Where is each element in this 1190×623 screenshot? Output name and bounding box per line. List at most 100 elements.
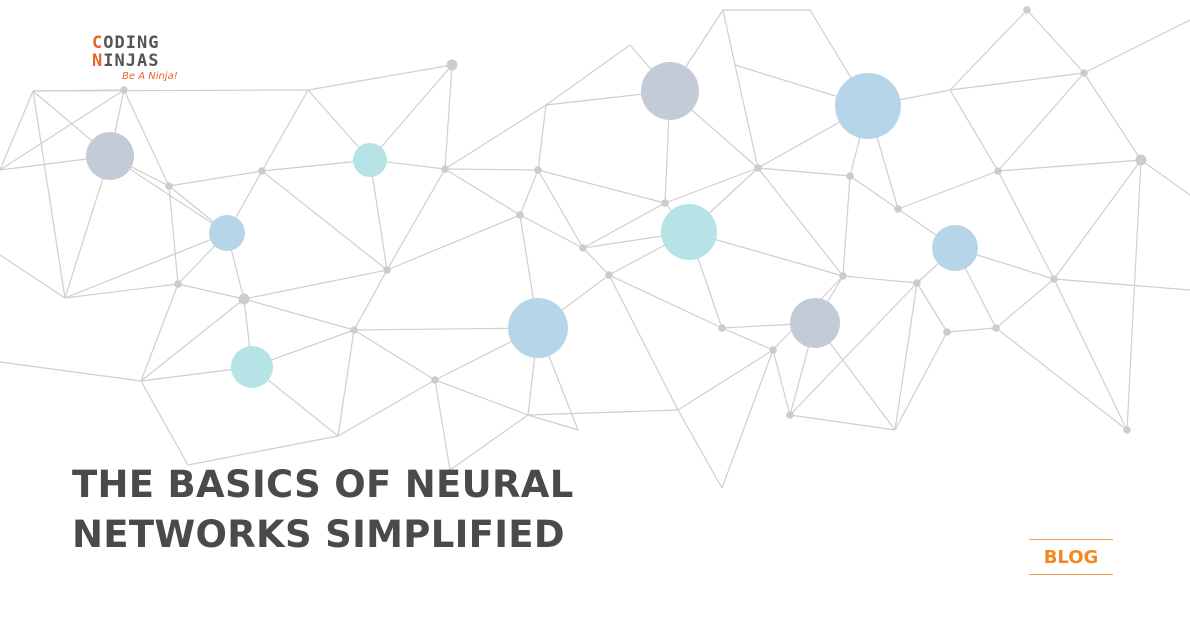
network-connection	[0, 254, 66, 299]
network-large-node	[231, 346, 273, 388]
network-small-node	[839, 272, 847, 280]
network-small-node	[1080, 69, 1088, 77]
network-nodes	[86, 6, 1147, 434]
network-connection	[168, 170, 263, 187]
network-small-node	[258, 167, 266, 175]
network-connection	[734, 64, 759, 169]
network-connection	[1053, 159, 1142, 280]
network-connection	[894, 331, 948, 431]
coding-ninjas-logo[interactable]: CODING NINJAS Be A Ninja!	[92, 34, 212, 86]
network-connection	[664, 167, 759, 204]
network-connection	[721, 327, 774, 351]
network-connection	[64, 232, 228, 299]
network-connection	[537, 104, 547, 171]
network-small-node	[1050, 275, 1058, 283]
network-connection	[444, 168, 539, 171]
network-connection	[897, 170, 999, 210]
network-connection	[177, 283, 245, 300]
network-connection	[449, 414, 529, 471]
network-connection	[949, 72, 1085, 91]
network-connection	[187, 435, 339, 466]
logo-line-1: CODING	[92, 34, 212, 52]
network-connection	[337, 379, 436, 437]
network-connection	[537, 169, 584, 249]
network-small-node	[1023, 6, 1031, 14]
blog-category-tag[interactable]: BLOG	[1029, 539, 1113, 575]
network-connection	[789, 282, 918, 416]
network-connection	[140, 283, 179, 382]
network-connection	[353, 327, 539, 331]
network-connection	[337, 329, 355, 437]
network-connection	[842, 275, 918, 284]
network-connection	[0, 90, 34, 171]
network-small-node	[579, 244, 587, 252]
network-large-node	[209, 215, 245, 251]
network-large-node	[508, 298, 568, 358]
network-connection	[949, 9, 1028, 91]
network-small-node	[120, 86, 128, 94]
network-connection	[369, 64, 453, 161]
network-connection	[1126, 159, 1142, 431]
network-connection	[582, 247, 610, 276]
network-small-node	[718, 324, 726, 332]
network-connection	[369, 159, 388, 271]
network-connection	[243, 269, 388, 300]
network-small-node	[754, 164, 762, 172]
network-small-node	[383, 266, 391, 274]
logo-tagline: Be A Ninja!	[122, 71, 178, 82]
network-connection	[64, 283, 179, 299]
logo-line-2: NINJAS	[92, 52, 212, 70]
network-connection	[123, 89, 170, 187]
network-connection	[261, 159, 371, 172]
network-connection	[386, 214, 521, 271]
network-connection	[32, 89, 309, 92]
network-connection	[261, 170, 388, 271]
network-small-node	[534, 166, 542, 174]
network-connection	[527, 409, 679, 416]
network-small-node	[174, 280, 182, 288]
title-line-1: THE BASICS OF NEURAL	[72, 463, 574, 506]
network-connection	[434, 379, 451, 471]
network-connection	[842, 175, 851, 277]
network-small-node	[441, 165, 449, 173]
network-small-node	[943, 328, 951, 336]
network-small-node	[1123, 426, 1131, 434]
network-small-node	[165, 182, 173, 190]
network-small-node	[350, 326, 358, 334]
logo-initial-n: N	[92, 51, 104, 71]
network-connection	[677, 349, 774, 411]
network-connection	[261, 89, 309, 172]
logo-initial-c: C	[92, 33, 104, 53]
network-connection	[434, 379, 529, 416]
network-small-node	[516, 211, 524, 219]
network-large-node	[661, 204, 717, 260]
network-connection	[608, 274, 679, 411]
network-connection	[1053, 278, 1128, 431]
network-connection	[1026, 9, 1085, 74]
network-small-node	[605, 271, 613, 279]
network-small-node	[238, 293, 250, 305]
network-connection	[677, 409, 723, 489]
network-connection	[722, 9, 736, 66]
network-connection	[849, 175, 899, 210]
network-connection	[168, 185, 179, 285]
network-large-node	[641, 62, 699, 120]
network-small-node	[846, 172, 854, 180]
logo-rest-1: ODING	[103, 33, 160, 53]
network-connection	[757, 167, 851, 177]
network-small-node	[786, 411, 794, 419]
network-connection	[537, 169, 666, 204]
network-connection	[997, 159, 1142, 172]
network-connection	[1140, 159, 1190, 196]
network-connection	[1083, 72, 1142, 161]
network-connection	[140, 380, 189, 466]
network-connection	[721, 349, 774, 489]
network-small-node	[769, 346, 777, 354]
network-connection	[0, 361, 142, 382]
network-connection	[757, 167, 844, 277]
network-connection	[997, 170, 1055, 280]
network-large-node	[353, 143, 387, 177]
network-connection	[32, 90, 66, 299]
network-connection	[64, 155, 111, 299]
network-connection	[946, 327, 997, 333]
